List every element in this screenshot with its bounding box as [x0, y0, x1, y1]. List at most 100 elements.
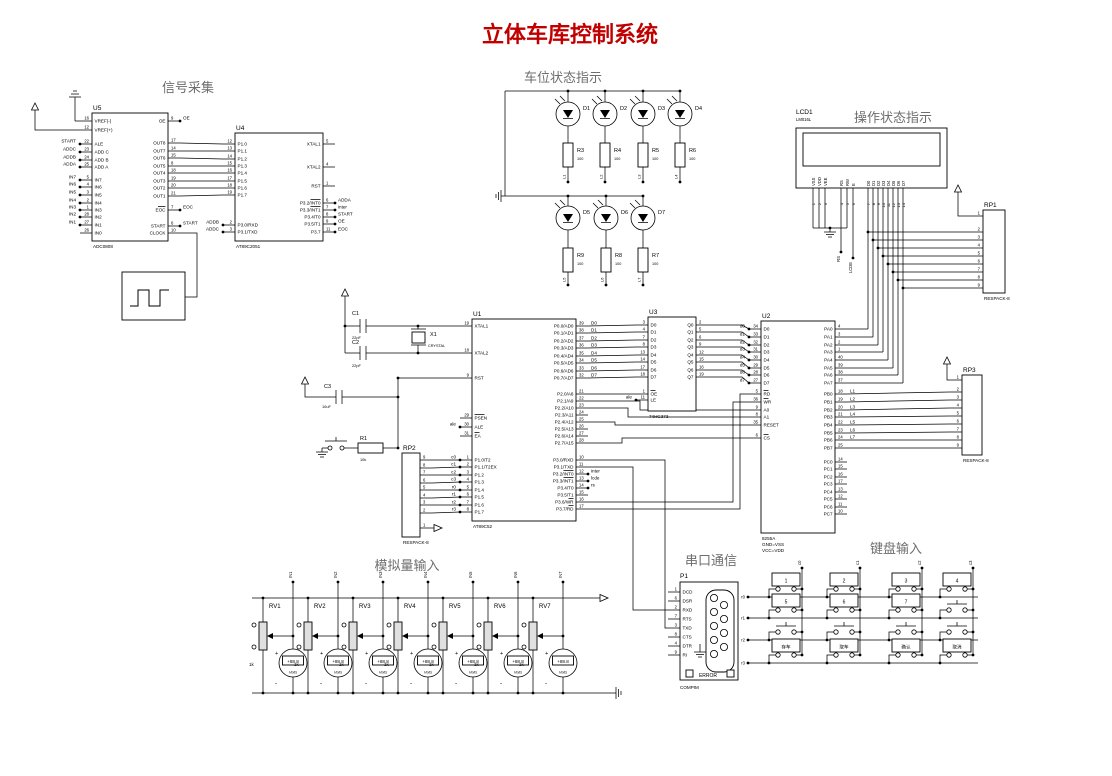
pin-number: 4: [87, 182, 90, 187]
key-2[interactable]: 2: [829, 572, 859, 592]
key-1[interactable]: 1: [771, 572, 801, 592]
pin-label: OE: [651, 392, 658, 397]
meter-unit: Volts: [559, 671, 567, 675]
component-U2[interactable]: U28255AGND=VSSVCC=VDDD034d0D133d1D232d2D…: [740, 313, 856, 553]
pin-number: 29: [753, 363, 758, 368]
section-analog-input: 模拟量输入: [374, 558, 439, 573]
pin-number: 24: [84, 155, 89, 160]
pin-label: D4: [651, 353, 657, 358]
part-name: RESPACK-8: [403, 540, 429, 545]
pin-number: 5: [845, 202, 850, 205]
key-5[interactable]: 5: [771, 593, 801, 613]
pin-number: 1: [467, 455, 470, 460]
meter-reading: +88.8: [332, 659, 344, 664]
key-3[interactable]: 3: [891, 572, 921, 592]
net-label: IN1: [288, 571, 293, 578]
component-P1[interactable]: P1DCD1DSR6RXD2RTS7TXD3CTS8DTR4RI9ERRORCO…: [668, 573, 739, 690]
pin-number: 16: [227, 168, 232, 173]
pin-number: 39: [579, 321, 584, 326]
key-取消[interactable]: 取消: [942, 638, 972, 658]
pin-number: 34: [753, 324, 758, 329]
net-label: d1: [740, 332, 746, 337]
key-switch[interactable]: [946, 600, 968, 613]
pin-number: 3: [423, 500, 426, 505]
pin-number: 27: [753, 378, 758, 383]
key-4[interactable]: 4: [942, 572, 972, 592]
net-label: START: [183, 221, 198, 226]
component-U5[interactable]: U5ADC0808VREF(-)16VREF(+)12ALE22STARTADD…: [61, 105, 197, 249]
pin-number: 1: [675, 587, 678, 592]
pin-number: 11: [641, 395, 646, 400]
pin-label: IN7: [95, 178, 103, 183]
net-label: IN7: [69, 175, 77, 180]
key-存车[interactable]: 存车: [771, 638, 801, 658]
pin-number: 5: [756, 389, 759, 394]
reset-pushbutton[interactable]: [322, 437, 358, 451]
pin-number: 6: [171, 221, 174, 226]
pin-label: P1.2: [475, 473, 485, 478]
pin-label: PA3: [824, 350, 833, 355]
component-value: 10uF: [322, 404, 331, 409]
pin-label: A0: [764, 408, 770, 413]
pin-label: IN0: [95, 231, 103, 236]
key-switch[interactable]: [946, 622, 968, 635]
component-U4[interactable]: U4AT89C2051P1.012P1.113P1.214P1.315P1.41…: [206, 125, 353, 249]
wires-layer: [30, 89, 978, 699]
pin-label: IN2: [95, 215, 103, 220]
pin-number: 19: [171, 176, 176, 181]
component-LCD1[interactable]: LCD1LM016LVSS1VDD2VEE3RS4RW5E6D07D18D29D…: [795, 109, 948, 207]
key-switch[interactable]: [775, 622, 797, 635]
pin-number: 9: [675, 650, 678, 655]
pin-label: P3.7: [311, 230, 321, 235]
clock-source[interactable]: [121, 271, 186, 321]
ref-designator: C2: [352, 340, 359, 346]
net-label: c2: [917, 560, 922, 565]
pin-number: 19: [838, 397, 843, 402]
net-label: EOC: [183, 205, 194, 210]
net-label: D3: [591, 343, 597, 348]
pin-number: 32: [753, 340, 758, 345]
component-U3[interactable]: U374HC373D03D14D27D38D413D514D617D718OE1…: [626, 309, 708, 419]
component-U1[interactable]: U1AT89C52XTAL119XTAL218RST9PSEN29ALE30al…: [450, 311, 601, 529]
key-取车[interactable]: 取车: [829, 638, 859, 658]
pin-number: 36: [753, 397, 758, 402]
key-6[interactable]: 6: [829, 593, 859, 613]
key-7[interactable]: 7: [891, 593, 921, 613]
key-switch[interactable]: [895, 622, 917, 635]
ref-designator: RV2: [314, 604, 326, 610]
pin-label: OUT4: [153, 171, 166, 176]
pin-number: 10: [881, 202, 886, 207]
ref-designator: RV7: [539, 604, 551, 610]
led-D1: D1: [554, 95, 590, 127]
meter-reading: +88.8: [557, 659, 569, 664]
component-value: 100: [652, 157, 658, 161]
pin-number: 9: [978, 283, 981, 288]
key-switch[interactable]: [833, 622, 855, 635]
pin-number: 8: [326, 212, 329, 217]
pin-label: P0.5/AD5: [554, 361, 574, 366]
net-label: START: [338, 212, 353, 217]
pin-label: PA5: [824, 366, 833, 371]
net-label: r0: [741, 595, 745, 600]
pin-label: D0: [866, 180, 871, 186]
key-确认[interactable]: 确认: [891, 638, 921, 658]
